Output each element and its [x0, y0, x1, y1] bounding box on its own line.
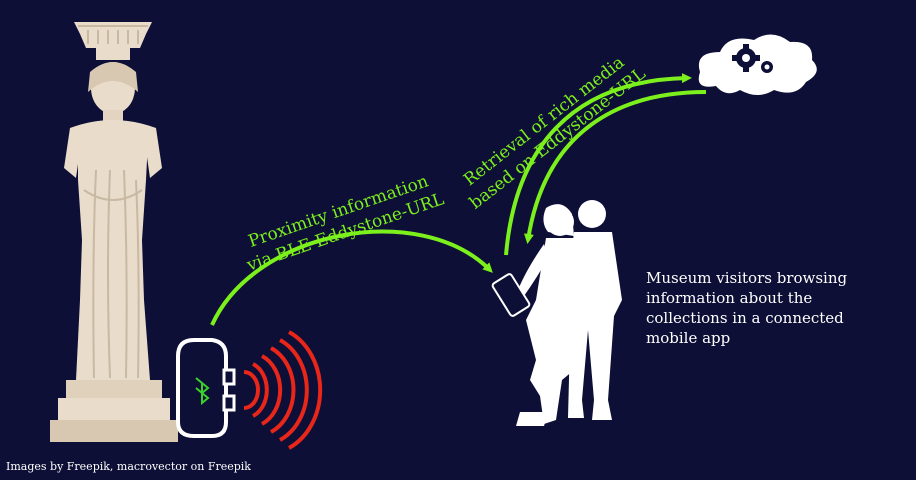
ble-beacon-icon [178, 340, 234, 436]
image-credit: Images by Freepik, macrovector on Freepi… [6, 460, 251, 473]
signal-waves-icon [244, 332, 320, 448]
caryatid-statue-illustration [50, 22, 178, 442]
cloud-icon [699, 34, 817, 95]
visitors-silhouette [516, 200, 622, 426]
visitors-caption: Museum visitors browsing information abo… [646, 268, 876, 348]
bluetooth-icon [196, 378, 208, 403]
